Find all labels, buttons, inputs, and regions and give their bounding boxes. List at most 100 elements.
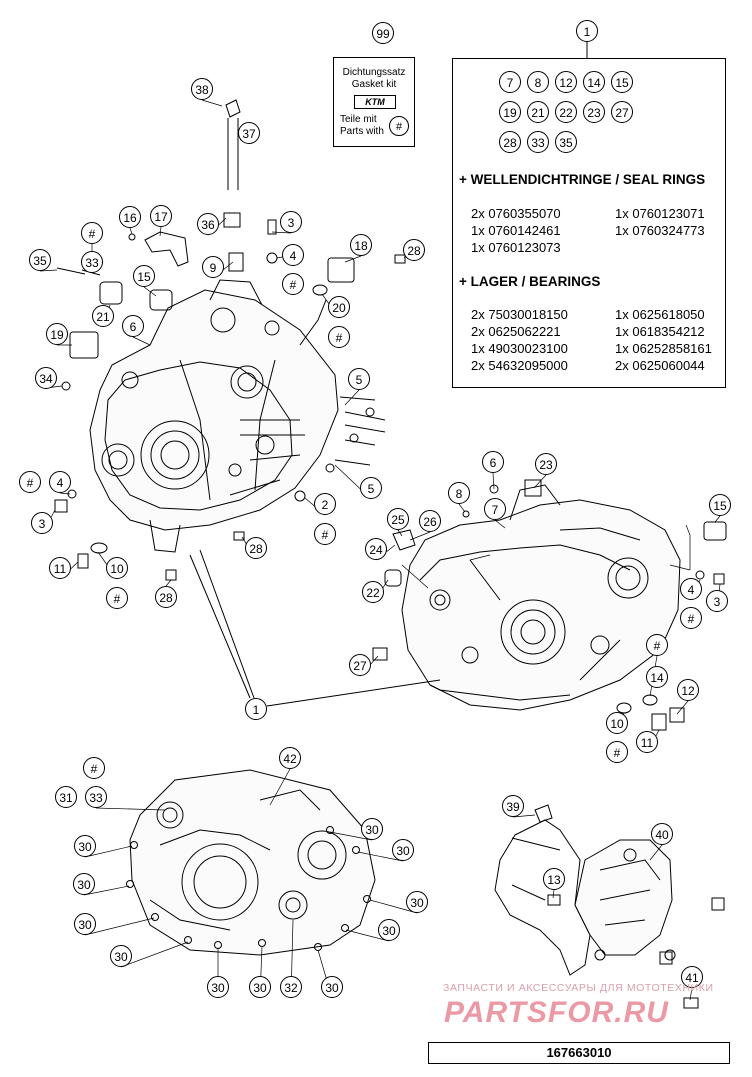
callout-4: 4 xyxy=(49,471,71,493)
callout-1: 1 xyxy=(245,698,267,720)
callout-36: 36 xyxy=(197,213,219,235)
included-part-33: 33 xyxy=(527,131,549,153)
callout-30: 30 xyxy=(378,919,400,941)
callout-99: 99 xyxy=(372,22,394,44)
bearings-part-number: 2x 0625060044 xyxy=(615,358,705,373)
callout-30: 30 xyxy=(207,976,229,998)
included-part-21: 21 xyxy=(527,101,549,123)
callout-41: 41 xyxy=(681,966,703,988)
callout-9: 9 xyxy=(202,256,224,278)
callout-1-leaders xyxy=(189,42,588,707)
side-cover-with-gasket xyxy=(494,819,676,976)
included-part-27: 27 xyxy=(611,101,633,123)
callout-5: 5 xyxy=(348,368,370,390)
left-crankcase-half xyxy=(89,279,339,553)
callout-13: 13 xyxy=(543,868,565,890)
callout-30: 30 xyxy=(361,818,383,840)
seals-part-number: 1x 0760324773 xyxy=(615,223,705,238)
callout-15: 15 xyxy=(133,265,155,287)
callout-27: 27 xyxy=(349,654,371,676)
callout-3: 3 xyxy=(31,512,53,534)
callout-33: 33 xyxy=(81,251,103,273)
callout-26: 26 xyxy=(419,510,441,532)
callout-30: 30 xyxy=(73,873,95,895)
included-part-7: 7 xyxy=(499,71,521,93)
callout-hash-badge: # xyxy=(328,326,350,348)
watermark-tagline: ЗАПЧАСТИ И АКСЕССУАРЫ ДЛЯ МОТОТЕХНИКИ xyxy=(443,982,714,994)
callout-30: 30 xyxy=(74,913,96,935)
included-part-19: 19 xyxy=(499,101,521,123)
callout-39: 39 xyxy=(502,795,524,817)
callout-hash-badge: # xyxy=(646,634,668,656)
right-crankcase-half xyxy=(401,484,681,711)
callout-28: 28 xyxy=(403,239,425,261)
parts-with-badge: # xyxy=(389,116,409,136)
ktm-logo: KTM xyxy=(354,95,396,109)
callout-30: 30 xyxy=(249,976,271,998)
callout-32: 32 xyxy=(280,976,302,998)
callout-38: 38 xyxy=(191,78,213,100)
callout-hash-badge: # xyxy=(83,757,105,779)
callout-hash-badge: # xyxy=(606,741,628,763)
gasket-kit-box: Dichtungssatz Gasket kit KTM Teile mit P… xyxy=(333,57,415,147)
callout-28: 28 xyxy=(245,537,267,559)
callout-7: 7 xyxy=(484,498,506,520)
callout-2: 2 xyxy=(314,493,336,515)
callout-10: 10 xyxy=(606,712,628,734)
callout-4: 4 xyxy=(282,244,304,266)
callout-17: 17 xyxy=(150,205,172,227)
included-part-15: 15 xyxy=(611,71,633,93)
included-part-35: 35 xyxy=(555,131,577,153)
included-part-22: 22 xyxy=(555,101,577,123)
included-part-12: 12 xyxy=(555,71,577,93)
callout-11: 11 xyxy=(49,557,71,579)
callout-40: 40 xyxy=(651,823,673,845)
callout-hash-badge: # xyxy=(314,523,336,545)
callout-10: 10 xyxy=(106,557,128,579)
bearings-part-number: 2x 54632095000 xyxy=(471,358,568,373)
included-part-8: 8 xyxy=(527,71,549,93)
callout-hash-badge: # xyxy=(282,273,304,295)
callout-19: 19 xyxy=(46,323,68,345)
callout-5: 5 xyxy=(360,477,382,499)
seals-part-number: 1x 0760142461 xyxy=(471,223,561,238)
included-part-28: 28 xyxy=(499,131,521,153)
seal-rings-title: + WELLENDICHTRINGE / SEAL RINGS xyxy=(459,172,706,187)
bearings-part-number: 1x 0618354212 xyxy=(615,324,705,339)
bearings-part-number: 2x 0625062221 xyxy=(471,324,561,339)
callout-30: 30 xyxy=(392,839,414,861)
bearings-title: + LAGER / BEARINGS xyxy=(459,274,601,289)
callout-21: 21 xyxy=(92,305,114,327)
parts-with-label-en: Parts with xyxy=(340,126,384,137)
callout-hash-badge: # xyxy=(106,587,128,609)
callout-18: 18 xyxy=(350,234,372,256)
bearings-part-number: 1x 0625618050 xyxy=(615,307,705,322)
callout-28: 28 xyxy=(155,586,177,608)
callout-42: 42 xyxy=(279,747,301,769)
callout-37: 37 xyxy=(238,122,260,144)
seals-part-number: 1x 0760123073 xyxy=(471,240,561,255)
crankcase-inner-view xyxy=(126,769,376,956)
included-part-14: 14 xyxy=(583,71,605,93)
callout-20: 20 xyxy=(328,296,350,318)
callout-4: 4 xyxy=(680,578,702,600)
bearings-part-number: 2x 75030018150 xyxy=(471,307,568,322)
watermark-logo: PARTSFOR.RU xyxy=(444,996,669,1029)
callout-30: 30 xyxy=(321,976,343,998)
callout-30: 30 xyxy=(406,891,428,913)
seals-part-number: 2x 0760355070 xyxy=(471,206,561,221)
callout-6: 6 xyxy=(482,451,504,473)
callout-14: 14 xyxy=(646,666,668,688)
callout-16: 16 xyxy=(119,206,141,228)
seals-part-number: 1x 0760123071 xyxy=(615,206,705,221)
parts-with-label-de: Teile mit xyxy=(340,114,377,125)
gasket-kit-label-en: Gasket kit xyxy=(351,79,397,90)
callout-15: 15 xyxy=(709,494,731,516)
callout-3: 3 xyxy=(706,590,728,612)
callout-31: 31 xyxy=(55,786,77,808)
callout-3: 3 xyxy=(280,211,302,233)
gasket-kit-label-de: Dichtungssatz xyxy=(342,67,406,78)
